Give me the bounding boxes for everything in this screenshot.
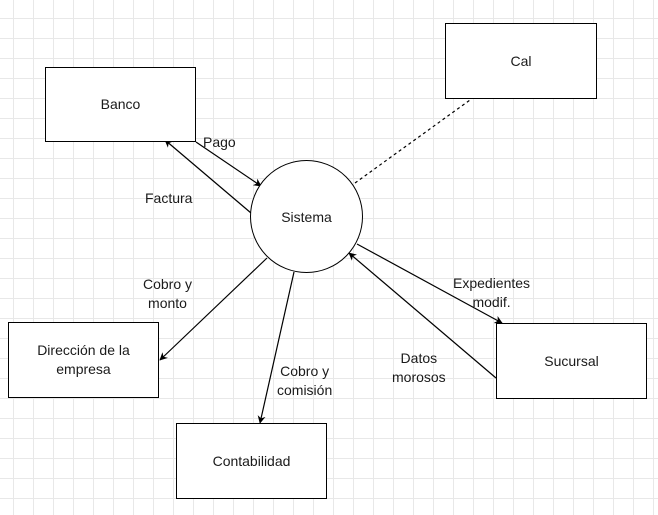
entity-direccion-label: Dirección de la empresa: [37, 342, 130, 377]
process-sistema-label: Sistema: [281, 208, 332, 225]
edge-factura: [164, 139, 252, 214]
entity-cal-label: Cal: [510, 52, 532, 69]
edge-cal: [354, 99, 471, 184]
entity-banco-label: Banco: [100, 96, 141, 112]
edge-datos-morosos: [348, 252, 497, 379]
entity-contabilidad[interactable]: Contabilidad: [176, 423, 327, 499]
flow-label-factura: Factura: [145, 190, 193, 206]
edge-expedientes: [356, 243, 503, 324]
flow-label-cobro-monto: Cobro y monto: [143, 276, 193, 311]
edge-cobro-comision: [257, 271, 295, 424]
entity-banco[interactable]: Banco: [45, 67, 196, 142]
process-sistema[interactable]: Sistema: [250, 160, 363, 273]
entity-sucursal-label: Sucursal: [544, 352, 599, 369]
edge-cobro-monto: [159, 257, 268, 361]
entity-sucursal[interactable]: Sucursal: [496, 323, 647, 399]
flow-label-pago: Pago: [203, 134, 236, 150]
entity-contabilidad-label: Contabilidad: [212, 452, 291, 469]
edge-pago: [195, 141, 262, 187]
flow-label-datos-morosos: Datos morosos: [392, 350, 446, 385]
flow-label-cobro-comision: Cobro y comisión: [277, 363, 333, 398]
flow-label-expedientes: Expedientes modif.: [453, 275, 531, 310]
entity-cal[interactable]: Cal: [445, 23, 597, 99]
entity-direccion[interactable]: Dirección de la empresa: [8, 322, 159, 398]
